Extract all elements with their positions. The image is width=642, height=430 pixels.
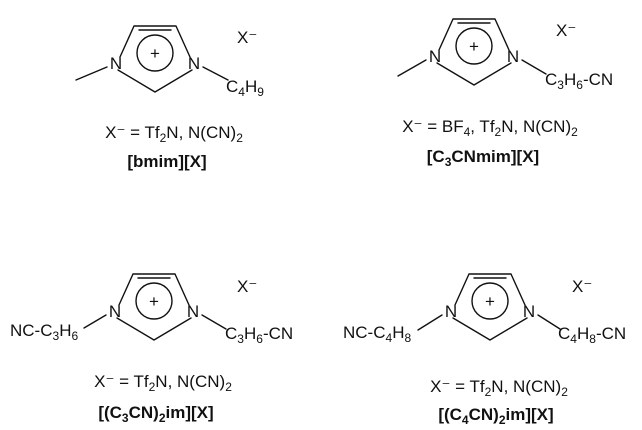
nitrogen-left: N bbox=[445, 302, 457, 321]
plus-sign: + bbox=[469, 37, 479, 56]
structure-c4cn2im: + N N NC-C4H8 C4H8-CN X⁻ X⁻ = Tf2N, N(CN… bbox=[343, 273, 626, 427]
anion-label: X⁻ bbox=[556, 21, 576, 40]
methyl-bond bbox=[397, 59, 427, 77]
imidazolium-ring bbox=[116, 273, 192, 341]
left-chain-bond bbox=[417, 314, 443, 331]
left-chain-label: NC-C4H8 bbox=[343, 323, 411, 345]
cyanopropyl-bond bbox=[521, 59, 547, 75]
imidazolium-ring bbox=[452, 273, 528, 341]
anion-caption: X⁻ = Tf2N, N(CN)2 bbox=[94, 372, 232, 394]
butyl-chain-label: C4H9 bbox=[226, 77, 264, 99]
methyl-bond bbox=[75, 66, 108, 81]
left-chain-label: NC-C3H6 bbox=[10, 321, 78, 343]
plus-sign: + bbox=[149, 292, 159, 311]
right-chain-bond bbox=[201, 314, 227, 330]
anion-label: X⁻ bbox=[237, 277, 257, 296]
compound-name: [bmim][X] bbox=[127, 152, 206, 171]
right-chain-bond bbox=[537, 314, 561, 330]
structure-c3cn2im: + N N NC-C3H6 C3H6-CN X⁻ X⁻ = Tf2N, N(CN… bbox=[10, 273, 293, 425]
compound-name: [C3CNmim][X] bbox=[427, 147, 539, 169]
butyl-bond bbox=[202, 66, 229, 81]
imidazolium-ring bbox=[117, 25, 193, 93]
imidazolium-ring bbox=[436, 18, 512, 86]
structure-c3cnmim: + N N C3H6-CN X⁻ X⁻ = BF4, Tf2N, N(CN)2 … bbox=[397, 18, 613, 169]
nitrogen-left: N bbox=[429, 47, 441, 66]
nitrogen-right: N bbox=[507, 47, 519, 66]
compound-name: [(C4CN)2im][X] bbox=[438, 405, 553, 427]
plus-sign: + bbox=[150, 44, 160, 63]
anion-caption: X⁻ = BF4, Tf2N, N(CN)2 bbox=[402, 117, 578, 139]
plus-sign: + bbox=[485, 292, 495, 311]
anion-label: X⁻ bbox=[237, 28, 257, 47]
anion-label: X⁻ bbox=[572, 277, 592, 296]
anion-caption: X⁻ = Tf2N, N(CN)2 bbox=[430, 377, 568, 399]
left-chain-bond bbox=[83, 314, 107, 329]
nitrogen-right: N bbox=[523, 302, 535, 321]
structure-bmim: + N N C4H9 X⁻ X⁻ = Tf2N, N(CN)2 [bmim][X… bbox=[75, 25, 264, 171]
nitrogen-right: N bbox=[187, 302, 199, 321]
right-chain-label: C4H8-CN bbox=[558, 324, 626, 346]
nitrogen-left: N bbox=[109, 302, 121, 321]
right-chain-label: C3H6-CN bbox=[225, 324, 293, 346]
cyanopropyl-chain-label: C3H6-CN bbox=[545, 70, 613, 92]
compound-name: [(C3CN)2im][X] bbox=[98, 403, 213, 425]
nitrogen-right: N bbox=[188, 54, 200, 73]
nitrogen-left: N bbox=[110, 54, 122, 73]
anion-caption: X⁻ = Tf2N, N(CN)2 bbox=[105, 123, 243, 145]
